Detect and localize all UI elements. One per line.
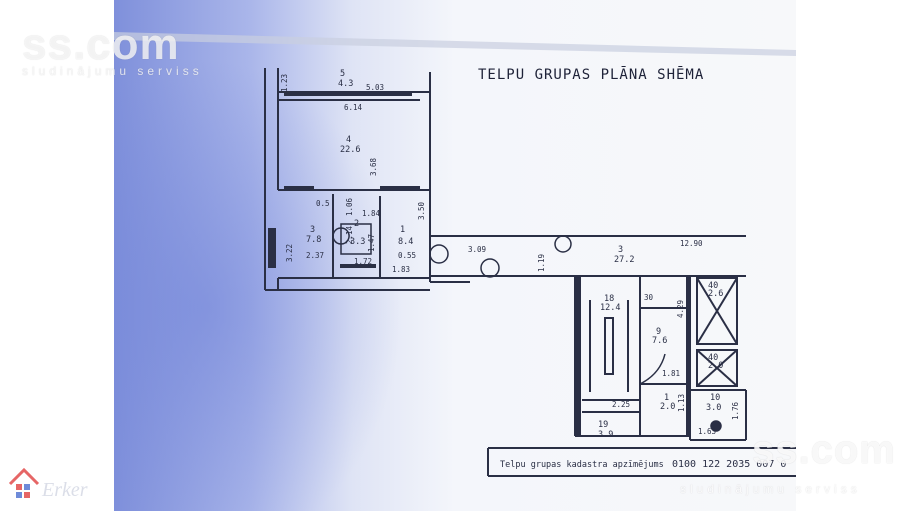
room-3-area: 7.8 xyxy=(306,235,321,245)
dim-label: 1.19 xyxy=(537,254,546,272)
room-1-num: 1 xyxy=(400,225,405,235)
cadastre-value: 0100 122 2035 007 0 xyxy=(672,459,786,470)
dim-label: 1.13 xyxy=(677,394,686,412)
paper-shadow xyxy=(114,60,474,511)
dim-label: 3.50 xyxy=(417,201,426,220)
room-18-area: 12.4 xyxy=(600,303,620,313)
room-5-area: 4.3 xyxy=(338,79,353,89)
room-1-area: 8.4 xyxy=(398,237,413,247)
dim-label: 1.84 xyxy=(362,209,381,218)
lift-1-area: 2.6 xyxy=(708,289,723,299)
room-10-num: 10 xyxy=(710,393,720,403)
plan-thick-walls xyxy=(268,92,690,436)
room-10-area: 3.0 xyxy=(706,403,721,413)
room-4-area: 22.6 xyxy=(340,145,360,155)
dim-label: 3.09 xyxy=(468,245,486,254)
house-icon xyxy=(8,467,40,498)
room-5-num: 5 xyxy=(340,69,345,79)
room-19-area: 3.9 xyxy=(598,430,613,440)
room-3-num: 3 xyxy=(310,225,315,235)
dim-label: 2.14 xyxy=(345,225,354,244)
dim-label: 1.47 xyxy=(367,234,376,252)
room-small-num: 1 xyxy=(664,393,669,403)
dim-label: 0.5 xyxy=(316,199,330,208)
watermark-subtitle-top-left: sludinājumu serviss xyxy=(22,64,203,78)
dim-label: 12.90 xyxy=(680,239,703,248)
dim-label: 3.22 xyxy=(285,244,294,262)
dimension-labels: 1.23 5.03 6.14 3.68 1.06 1.84 3.50 3.22 … xyxy=(280,74,740,436)
cadastre-label: Telpu grupas kadastra apzīmējums xyxy=(500,460,664,470)
corridor-area: 27.2 xyxy=(614,255,634,265)
dim-label: 3.68 xyxy=(369,157,378,176)
dim-label: 1.06 xyxy=(345,197,354,216)
room-small-area: 2.0 xyxy=(660,402,675,412)
dim-label: 2.25 xyxy=(612,400,630,409)
room-2-area: 3.3 xyxy=(350,237,365,247)
dim-label: 30 xyxy=(644,293,654,302)
lift-2-num: 40 xyxy=(708,353,718,363)
corridor-num: 3 xyxy=(618,245,623,255)
dim-label: 6.14 xyxy=(344,103,363,112)
dim-label: 1.23 xyxy=(280,74,289,92)
dim-label: 2.37 xyxy=(306,251,324,260)
room-9-area: 7.6 xyxy=(652,336,667,346)
dim-label: 1.72 xyxy=(354,257,372,266)
lift-2-area: 2.0 xyxy=(708,361,723,371)
dim-label: 1.76 xyxy=(731,401,740,420)
plan-title: TELPU GRUPAS PLĀNA SHĒMA xyxy=(478,66,704,83)
room-2-num: 2 xyxy=(354,219,359,229)
room-18-num: 18 xyxy=(604,294,614,304)
lift-1-num: 40 xyxy=(708,281,718,291)
dim-label: 4.29 xyxy=(676,300,685,318)
erker-logo-text: Erker xyxy=(41,479,88,501)
dim-label: 1.81 xyxy=(662,369,680,378)
erker-logo: Erker xyxy=(8,467,88,501)
paper-fold xyxy=(114,32,796,56)
plan-symbols xyxy=(332,223,722,432)
room-9-num: 9 xyxy=(656,327,661,337)
dim-label: 1.63 xyxy=(698,427,716,436)
room-4-num: 4 xyxy=(346,135,351,145)
watermark-logo-top-left: ss.com xyxy=(22,20,180,69)
dim-label: 5.03 xyxy=(366,83,384,92)
watermark-subtitle-bottom-right: sludinājumu serviss xyxy=(680,482,861,496)
room-labels: 5 4.3 4 22.6 3 7.8 2 3.3 1 8.4 3 27.2 18… xyxy=(306,69,723,440)
watermark-logo-bottom-right: ss.com xyxy=(752,428,896,472)
dim-label: 1.83 xyxy=(392,265,410,274)
room-19-num: 19 xyxy=(598,420,608,430)
dim-label: 0.55 xyxy=(398,251,416,260)
